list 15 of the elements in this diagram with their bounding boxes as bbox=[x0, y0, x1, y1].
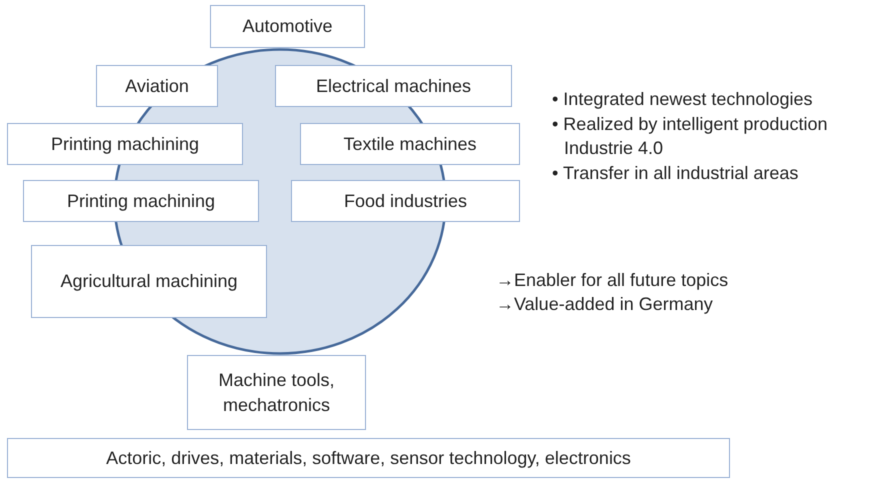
bullet-point: • Realized by intelligent production Industrie 4.0 bbox=[552, 113, 828, 160]
category-box: Agricultural machining bbox=[31, 245, 267, 318]
category-box: Printing machining bbox=[23, 180, 259, 222]
category-box: Automotive bbox=[210, 5, 365, 48]
bullet-point: • Transfer in all industrial areas bbox=[552, 162, 800, 186]
note-text: →Enabler for all future topics bbox=[496, 269, 730, 292]
category-box: Electrical machines bbox=[275, 65, 512, 107]
category-box: Printing machining bbox=[7, 123, 243, 165]
category-box: Food industries bbox=[291, 180, 520, 222]
category-box: Textile machines bbox=[300, 123, 520, 165]
category-box: Machine tools, mechatronics bbox=[187, 355, 366, 430]
note-text: →Value-added in Germany bbox=[496, 293, 714, 316]
category-box: Actoric, drives, materials, software, sensor technology, electronics bbox=[7, 438, 730, 478]
bullet-point: • Integrated newest technologies bbox=[552, 88, 814, 111]
category-box: Aviation bbox=[96, 65, 218, 107]
